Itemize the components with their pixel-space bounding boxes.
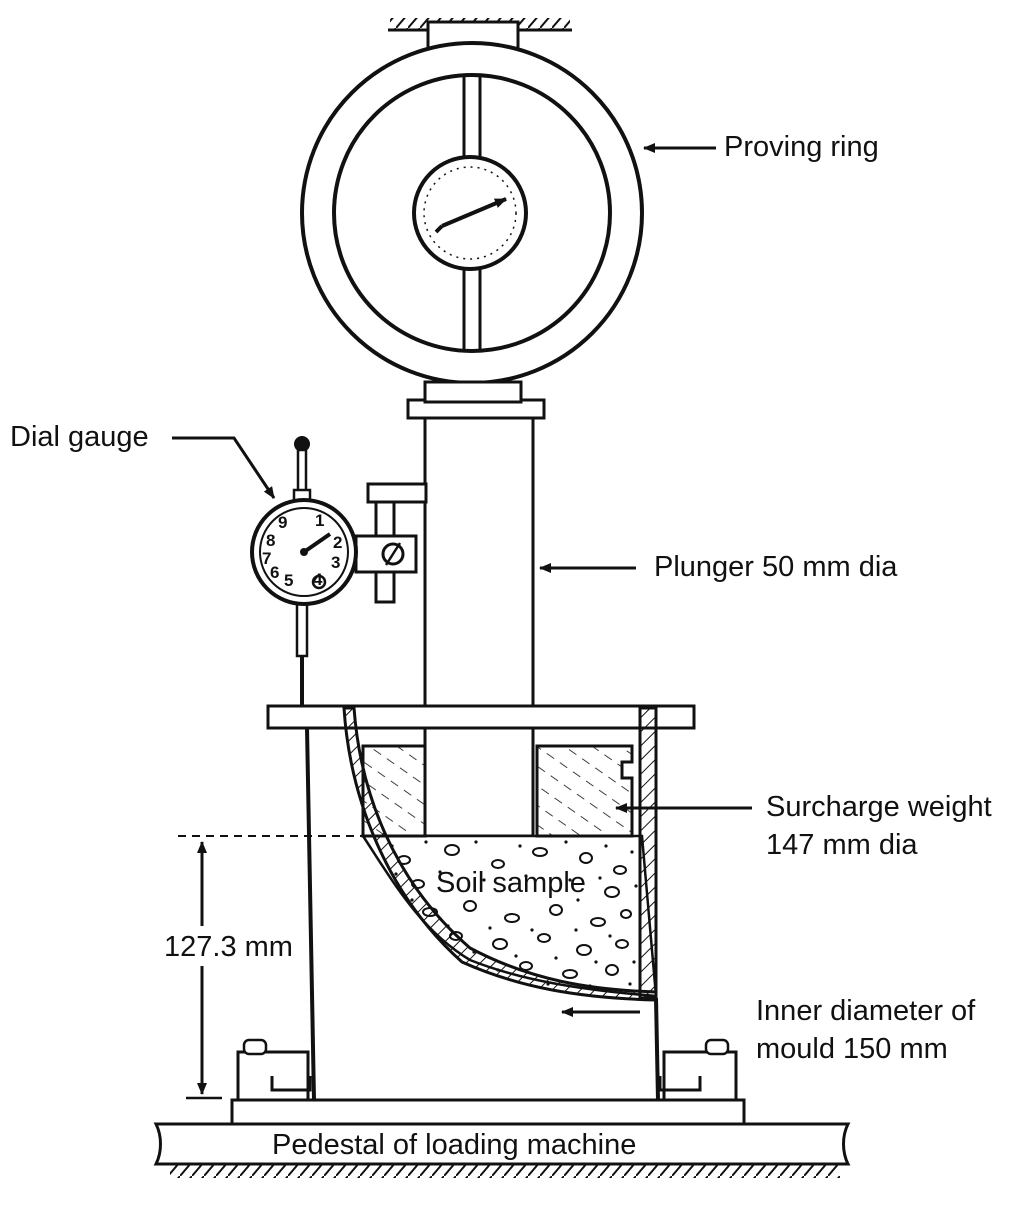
dial-number-8: 8 — [266, 531, 275, 550]
label-mould-line1: Inner diameter of — [756, 995, 976, 1027]
label-surcharge-line2: 147 mm dia — [766, 829, 918, 861]
dial-number-1: 1 — [315, 511, 324, 530]
dial-gauge: 1 2 3 4 5 6 7 8 9 — [250, 436, 358, 706]
label-surcharge-line1: Surcharge weight — [766, 791, 992, 823]
base-clamps — [236, 1038, 738, 1102]
pedestal — [153, 1098, 851, 1178]
label-pedestal: Pedestal of loading machine — [272, 1129, 636, 1161]
soil-particles — [397, 844, 632, 979]
dial-gauge-arrow — [172, 436, 276, 499]
proving-ring — [300, 41, 644, 385]
height-dimension — [178, 835, 362, 1100]
label-dial-gauge: Dial gauge — [10, 421, 149, 453]
dial-gauge-bracket — [354, 482, 428, 604]
mould — [266, 704, 696, 1101]
dial-number-6: 6 — [270, 563, 279, 582]
dial-number-3: 3 — [331, 553, 340, 572]
leader-arrows — [172, 143, 752, 1017]
label-mould-line2: mould 150 mm — [756, 1033, 948, 1065]
dial-number-7: 7 — [262, 549, 271, 568]
dial-number-4: 4 — [313, 570, 323, 589]
dial-gauge-numbers: 1 2 3 4 5 6 7 8 9 — [262, 511, 342, 590]
proving-ring-dial — [412, 155, 528, 271]
label-soil-sample: Soil sample — [436, 867, 586, 899]
label-proving-ring: Proving ring — [724, 131, 879, 163]
dial-number-5: 5 — [284, 571, 293, 590]
dial-number-9: 9 — [278, 513, 287, 532]
plunger — [406, 380, 546, 838]
surcharge-weight-left — [361, 744, 427, 838]
dial-number-2: 2 — [333, 533, 342, 552]
surcharge-weight-right — [535, 744, 634, 838]
label-plunger: Plunger 50 mm dia — [654, 551, 898, 583]
label-height: 127.3 mm — [164, 931, 293, 963]
